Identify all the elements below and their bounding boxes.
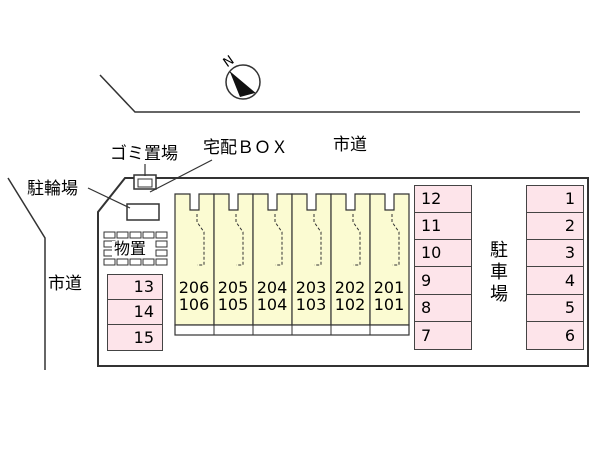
unit-upper: 206: [178, 278, 210, 297]
bicycle-leader: [87, 187, 131, 209]
unit-balcony: [369, 324, 410, 336]
unit-stair-dashed: [313, 214, 322, 266]
road-label-top: 市道: [333, 135, 367, 155]
unit-lower: 102: [334, 295, 366, 314]
road-edge-left: [7, 177, 46, 370]
parking-label: 駐 車 場: [488, 240, 510, 306]
parking-space-10: 10: [414, 239, 472, 267]
parking-number: 7: [421, 325, 432, 345]
parking-number: 8: [421, 298, 432, 317]
unit-lower: 105: [217, 295, 249, 314]
parking-space-12: 12: [414, 185, 472, 213]
parking-number: 14: [133, 302, 154, 321]
parking-space-6: 6: [526, 321, 584, 350]
parking-space-7: 7: [414, 321, 472, 350]
delivery-box-shape: [137, 178, 153, 188]
parking-space-11: 11: [414, 212, 472, 240]
parking-number: 15: [133, 327, 154, 347]
parking-number: 12: [421, 189, 442, 208]
parking-label-char-1: 駐: [490, 240, 508, 261]
parking-space-3: 3: [526, 239, 584, 267]
unit-stair-dashed: [274, 214, 283, 266]
parking-space-13: 13: [107, 274, 163, 300]
unit-upper: 201: [373, 278, 405, 297]
bicycle-parking-area: [126, 203, 160, 221]
unit-stair-dashed: [196, 214, 205, 266]
parking-space-8: 8: [414, 294, 472, 322]
parking-number: 13: [133, 277, 154, 296]
parking-number: 9: [421, 270, 432, 290]
parking-number: 4: [564, 270, 575, 290]
road-edge-top: [99, 74, 580, 113]
parking-number: 6: [564, 325, 575, 345]
unit-upper: 202: [334, 278, 366, 297]
north-arrow-icon: N: [221, 53, 261, 100]
parking-space-9: 9: [414, 266, 472, 295]
parking-space-15: 15: [107, 324, 163, 351]
unit-balcony: [213, 324, 254, 336]
delivery-box-label: 宅配ＢＯＸ: [203, 138, 288, 158]
parking-number: 11: [421, 216, 442, 235]
parking-space-5: 5: [526, 294, 584, 322]
parking-space-1: 1: [526, 185, 584, 213]
unit-lower: 106: [178, 295, 210, 314]
unit-stair-dashed: [391, 214, 400, 266]
delivery-leader: [149, 159, 213, 193]
garbage-label: ゴミ置場: [110, 144, 178, 164]
parking-number: 10: [421, 243, 442, 262]
parking-number: 5: [564, 298, 575, 317]
parking-label-char-3: 場: [490, 284, 508, 305]
storage-label: 物置: [112, 239, 149, 258]
building-base: [174, 324, 410, 336]
unit-lower: 103: [295, 295, 327, 314]
apartment-building: [174, 193, 410, 336]
unit-upper: 205: [217, 278, 249, 297]
parking-space-4: 4: [526, 266, 584, 295]
unit-balcony: [174, 324, 215, 336]
unit-stair-dashed: [235, 214, 244, 266]
bicycle-label: 駐輪場: [27, 179, 78, 199]
parking-number: 3: [564, 243, 575, 262]
parking-label-char-2: 車: [490, 262, 508, 283]
unit-upper: 203: [295, 278, 327, 297]
unit-upper: 204: [256, 278, 288, 297]
unit-balcony: [291, 324, 332, 336]
road-label-left: 市道: [48, 274, 82, 294]
unit-lower: 101: [373, 295, 405, 314]
parking-number: 2: [564, 216, 575, 235]
parking-number: 1: [564, 189, 575, 208]
unit-balcony: [252, 324, 293, 336]
unit-lower: 104: [256, 295, 288, 314]
parking-space-2: 2: [526, 212, 584, 240]
parking-space-14: 14: [107, 299, 163, 325]
unit-stair-dashed: [352, 214, 361, 266]
unit-balcony: [330, 324, 371, 336]
